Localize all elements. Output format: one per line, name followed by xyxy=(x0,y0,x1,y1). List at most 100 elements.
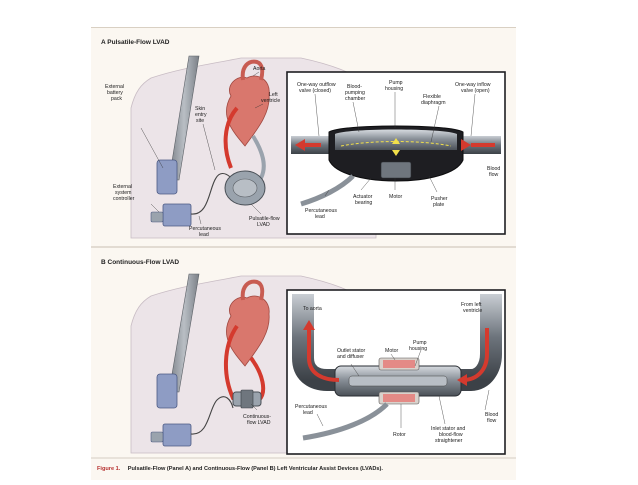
inset-a-label-perc-1: Percutaneous xyxy=(305,208,337,214)
percutaneous-lead-b xyxy=(190,396,234,435)
label-left-ventricle-2: ventricle xyxy=(261,98,280,104)
label-skin-2: entry xyxy=(195,112,207,118)
battery-strap-b xyxy=(168,273,200,393)
inset-b-label-housing-2: housing xyxy=(409,346,427,352)
label-device-b-2: flow LVAD xyxy=(247,420,271,426)
label-skin-1: Skin xyxy=(195,106,205,112)
outflow-cannula-a xyxy=(223,106,239,169)
controller-clip-b xyxy=(150,431,164,443)
inset-a-label-pusher-2: plate xyxy=(433,202,444,208)
inset-b-label-stator-1: Outlet stator xyxy=(337,348,366,354)
inset-a-label-chamber-3: chamber xyxy=(345,96,365,102)
inset-a-label-pusher-1: Pusher xyxy=(431,196,448,202)
inset-b-label-motor: Motor xyxy=(385,348,399,354)
inset-b-rotor xyxy=(348,375,448,387)
pump-core-a xyxy=(232,178,258,198)
inset-a-label-diaphragm-2: diaphragm xyxy=(421,100,446,106)
inset-b: To aorta From left ventricle Motor Pump … xyxy=(286,289,506,455)
label-perc-a-2: lead xyxy=(199,232,209,238)
label-aorta: Aorta xyxy=(253,66,266,72)
label-left-ventricle-1: Left xyxy=(269,92,278,98)
pointer-device-b xyxy=(250,403,258,411)
inset-a-pointers xyxy=(314,92,476,197)
label-battery-3: pack xyxy=(111,96,122,102)
pointer-lines-a xyxy=(140,71,264,225)
inset-b-pointers xyxy=(316,349,490,428)
label-perc-a-1: Percutaneous xyxy=(189,226,221,232)
inset-a-label-flow-2: flow xyxy=(489,172,498,178)
inset-b-label-inlet-1: Inlet stator and xyxy=(431,426,465,432)
panel-b-title: B Continuous-Flow LVAD xyxy=(101,259,179,266)
aorta-b xyxy=(240,279,265,301)
inset-a-label-actuator-2: bearing xyxy=(355,200,372,206)
inset-b-label-inlet-3: straightener xyxy=(435,438,463,444)
inset-b-label-stator-2: and diffuser xyxy=(337,354,364,360)
inset-b-label-flow-1: Blood xyxy=(485,412,498,418)
label-battery-2: battery xyxy=(107,90,123,96)
inset-b-label-inlet-2: blood-flow xyxy=(439,432,463,438)
inset-a-perc-lead xyxy=(300,174,355,207)
inset-a-label-diaphragm-1: Flexible xyxy=(423,94,441,100)
battery-pack-a xyxy=(156,159,178,195)
inset-a-label-flow-1: Blood xyxy=(487,166,500,172)
inflow-cannula-a xyxy=(251,134,266,179)
label-controller-1: External xyxy=(113,184,132,190)
inset-b-label-rotor: Rotor xyxy=(393,432,406,438)
inset-a-motor xyxy=(380,161,412,179)
panel-b: B Continuous-Flow LVAD Continuous- flow … xyxy=(101,259,506,455)
inset-b-motor-top-coil xyxy=(383,360,415,368)
inset-a-outflow-arrowhead xyxy=(295,139,305,151)
inset-a-label-inflow-1: One-way inflow xyxy=(455,82,491,88)
label-pump-a-2: LVAD xyxy=(257,222,270,228)
inset-a-label-housing-2: housing xyxy=(385,86,403,92)
controller-clip-a xyxy=(150,211,164,223)
aorta-a xyxy=(240,59,265,81)
inset-a-label-housing-1: Pump xyxy=(389,80,403,86)
inset-b-label-perc-1: Percutaneous xyxy=(295,404,327,410)
inset-a: One-way outflow valve (closed) Blood- pu… xyxy=(286,71,506,235)
label-controller-3: controller xyxy=(113,196,135,202)
inset-b-inlet-flow xyxy=(462,328,489,382)
inset-b-label-from-lv-2: ventricle xyxy=(463,308,482,314)
inset-b-outlet-flow xyxy=(307,328,340,382)
inset-a-label-motor: Motor xyxy=(389,194,403,200)
heart-a xyxy=(226,75,270,147)
pump-motor-b xyxy=(240,389,254,409)
inset-b-label-housing-1: Pump xyxy=(413,340,427,346)
inset-b-label-to-aorta: To aorta xyxy=(303,306,322,312)
inset-b-inlet-arrowhead xyxy=(457,374,467,386)
inset-a-label-outflow-2: valve (closed) xyxy=(299,88,331,94)
inset-a-label-chamber-2: pumping xyxy=(345,90,365,96)
inset-b-perc-lead xyxy=(302,402,389,441)
inset-b-label-perc-2: lead xyxy=(303,410,313,416)
inset-a-label-perc-2: lead xyxy=(315,214,325,220)
battery-pack-b xyxy=(156,373,178,409)
caption-text: Pulsatile-Flow (Panel A) and Continuous-… xyxy=(128,466,384,472)
battery-strap-a xyxy=(168,55,200,181)
system-controller-b xyxy=(162,423,192,447)
inset-a-label-inflow-2: valve (open) xyxy=(461,88,490,94)
inset-a-label-outflow-1: One-way outflow xyxy=(297,82,336,88)
label-skin-3: site xyxy=(196,118,204,124)
label-device-b-1: Continuous- xyxy=(243,414,271,420)
inset-a-inflow-arrowhead xyxy=(461,139,471,151)
panel-a-title: A Pulsatile-Flow LVAD xyxy=(101,39,170,46)
label-controller-2: system xyxy=(115,190,131,196)
inset-b-label-flow-2: flow xyxy=(487,418,496,424)
inset-b-outlet-arrowhead xyxy=(303,320,315,330)
inset-a-pulse-arrows xyxy=(392,138,400,156)
heart-b xyxy=(226,295,270,367)
inset-a-label-actuator-1: Actuator xyxy=(353,194,373,200)
lvad-diagram: A Pulsatile-Flow LVAD xyxy=(91,39,516,474)
figure-caption: Figure 1. Pulsatile-Flow (Panel A) and C… xyxy=(97,457,383,474)
label-battery-1: External xyxy=(105,84,124,90)
inset-b-label-from-lv-1: From left xyxy=(461,302,482,308)
figure-frame: A Pulsatile-Flow LVAD xyxy=(91,27,516,480)
caption-prefix: Figure 1. xyxy=(97,466,121,472)
panel-a: A Pulsatile-Flow LVAD xyxy=(101,39,506,239)
inset-b-motor-bottom-coil xyxy=(383,394,415,402)
label-pump-a-1: Pulsatile-flow xyxy=(249,216,280,222)
inset-a-label-chamber-1: Blood- xyxy=(347,84,362,90)
system-controller-a xyxy=(162,203,192,227)
